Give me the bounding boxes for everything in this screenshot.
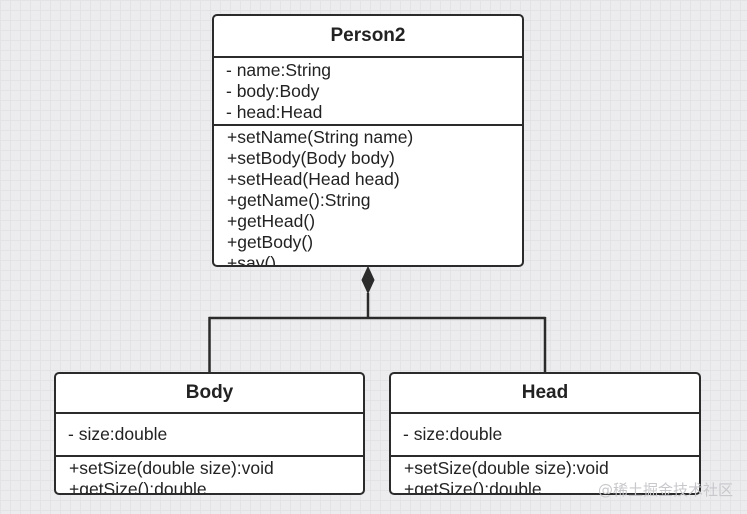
method: +getName():String — [227, 190, 371, 210]
method: +setBody(Body body) — [227, 148, 395, 168]
attribute: - size:double — [68, 424, 168, 444]
method: +getHead() — [227, 211, 316, 231]
method: +say() — [227, 253, 277, 267]
method: +getSize():double — [404, 479, 542, 495]
method: +getSize():double — [69, 479, 207, 495]
watermark: @稀土掘金技术社区 — [597, 481, 733, 499]
attributes-section: - size:double — [391, 414, 699, 455]
method: +setName(String name) — [227, 127, 414, 147]
attribute: - name:String — [226, 60, 332, 80]
attribute: - head:Head — [226, 102, 323, 122]
attribute: - body:Body — [226, 81, 320, 101]
class-person2[interactable]: Person2 - name:String - body:Body - head… — [212, 14, 524, 267]
attributes-section: - size:double — [56, 414, 363, 455]
methods-section: +setSize(double size):void +getSize():do… — [391, 455, 699, 495]
methods-section: +setName(String name) +setBody(Body body… — [214, 124, 522, 267]
methods-section: +setSize(double size):void +getSize():do… — [56, 455, 363, 495]
class-body[interactable]: Body - size:double +setSize(double size)… — [54, 372, 365, 495]
class-head[interactable]: Head - size:double +setSize(double size)… — [389, 372, 701, 495]
method: +getBody() — [227, 232, 314, 252]
class-name: Head — [391, 374, 699, 414]
method: +setSize(double size):void — [69, 458, 274, 478]
class-name: Body — [56, 374, 363, 414]
composition-diamond — [361, 265, 375, 295]
class-name: Person2 — [214, 16, 522, 58]
attribute: - size:double — [403, 424, 503, 444]
method: +setSize(double size):void — [404, 458, 609, 478]
method: +setHead(Head head) — [227, 169, 400, 189]
attributes-section: - name:String - body:Body - head:Head — [214, 58, 522, 124]
